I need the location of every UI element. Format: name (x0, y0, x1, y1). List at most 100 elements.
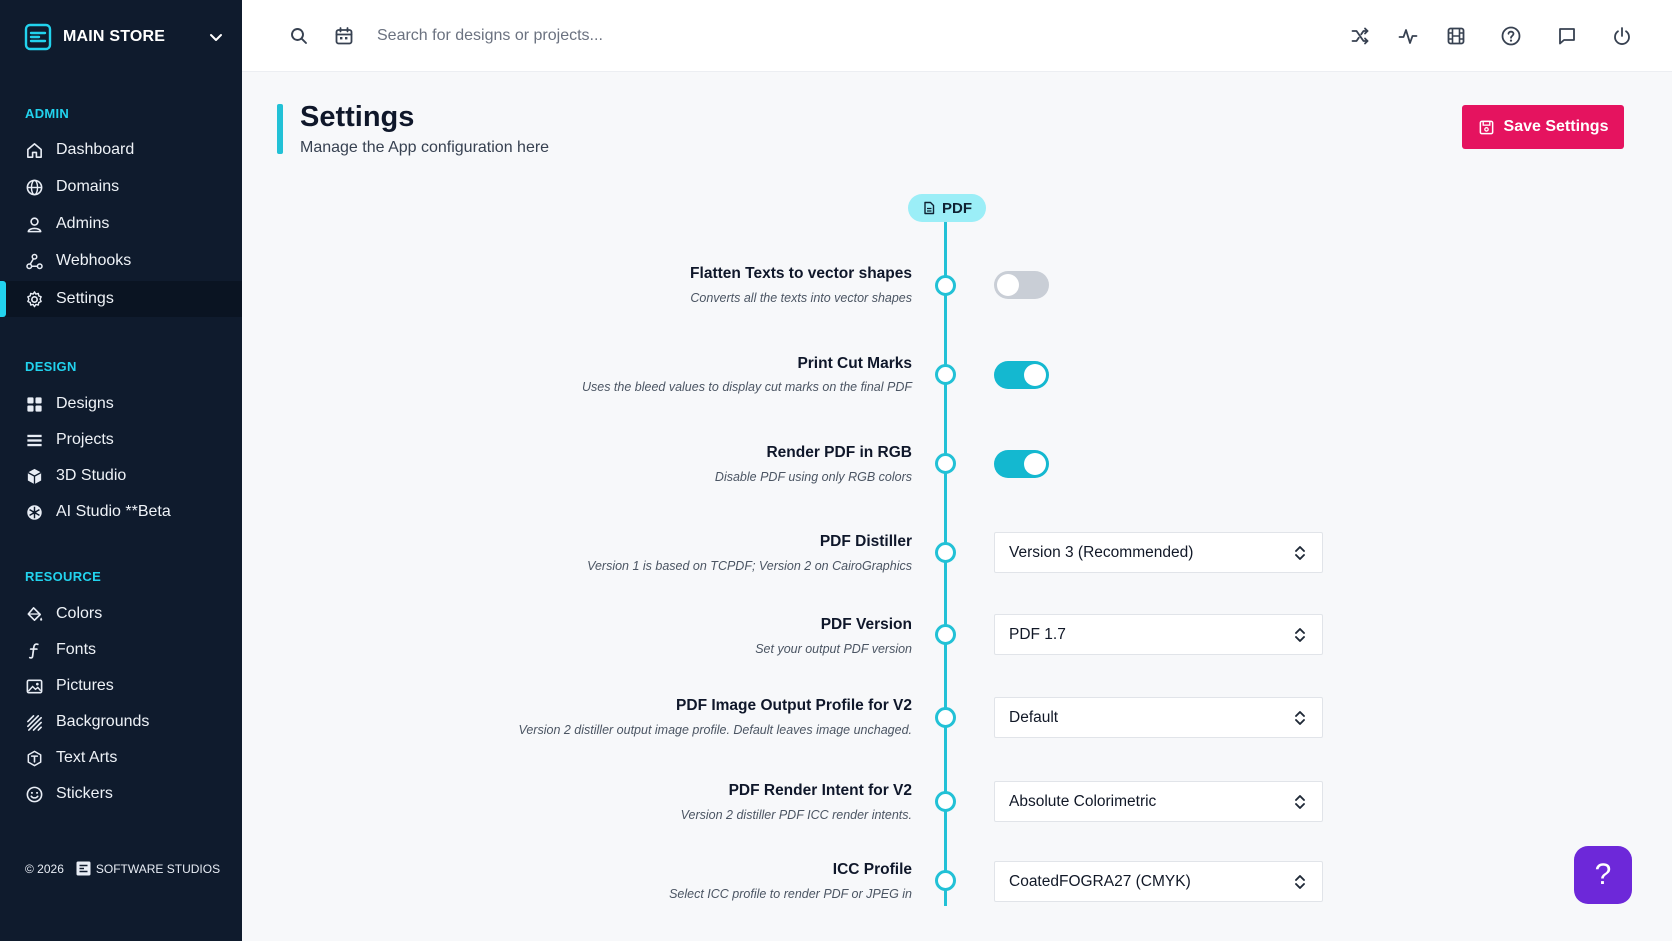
sort-arrows-icon (1295, 874, 1305, 889)
sort-arrows-icon (1295, 794, 1305, 809)
store-switcher[interactable]: MAIN STORE (24, 22, 224, 52)
chevron-down-icon[interactable] (208, 29, 224, 45)
help-chat-button[interactable]: ? (1574, 846, 1632, 904)
select-value: Version 3 (Recommended) (1009, 543, 1194, 561)
sidebar-item-designs[interactable]: Designs (0, 386, 242, 422)
save-settings-button[interactable]: Save Settings (1462, 105, 1624, 149)
text-art-icon (25, 749, 44, 768)
render-rgb-toggle[interactable] (994, 450, 1049, 478)
company-name: SOFTWARE STUDIOS (95, 861, 221, 876)
sidebar-item-3d-studio[interactable]: 3D Studio (0, 458, 242, 494)
timeline-node (935, 275, 956, 296)
setting-title-cut-marks: Print Cut Marks (797, 355, 912, 372)
sidebar-item-domains[interactable]: Domains (0, 169, 242, 205)
user-icon (25, 215, 44, 234)
paint-bucket-icon (25, 605, 44, 624)
section-title-design: DESIGN (25, 359, 77, 374)
company-logo-icon (76, 861, 91, 876)
sidebar-item-ai-studio[interactable]: AI Studio **Beta (0, 494, 242, 530)
setting-desc-image-profile: Version 2 distiller output image profile… (518, 723, 912, 737)
message-icon[interactable] (1556, 25, 1578, 47)
grid-icon (25, 395, 44, 414)
icc-profile-select[interactable]: CoatedFOGRA27 (CMYK) (994, 861, 1323, 902)
toggle-knob (1024, 453, 1046, 475)
sort-arrows-icon (1295, 545, 1305, 560)
image-output-profile-select[interactable]: Default (994, 697, 1323, 738)
timeline-node (935, 870, 956, 891)
sidebar-item-label: Settings (56, 290, 114, 307)
globe-icon (25, 178, 44, 197)
setting-desc-distiller: Version 1 is based on TCPDF; Version 2 o… (587, 559, 912, 573)
sidebar-item-colors[interactable]: Colors (0, 596, 242, 632)
setting-title-rgb: Render PDF in RGB (766, 444, 912, 461)
setting-title-version: PDF Version (820, 616, 912, 633)
store-name: MAIN STORE (63, 28, 166, 45)
timeline-node (935, 791, 956, 812)
setting-title-image-profile: PDF Image Output Profile for V2 (676, 697, 912, 714)
sidebar-item-dashboard[interactable]: Dashboard (0, 132, 242, 168)
setting-title-icc: ICC Profile (832, 861, 912, 878)
sidebar-item-label: Colors (56, 605, 103, 622)
sidebar-item-projects[interactable]: Projects (0, 422, 242, 458)
sidebar-item-label: Backgrounds (56, 713, 150, 730)
sidebar-item-text-arts[interactable]: Text Arts (0, 740, 242, 776)
sidebar-item-label: Dashboard (56, 141, 135, 158)
setting-desc-cut-marks: Uses the bleed values to display cut mar… (581, 380, 912, 394)
help-circle-icon[interactable] (1500, 25, 1522, 47)
setting-desc-flatten: Converts all the texts into vector shape… (690, 291, 912, 305)
setting-desc-rgb: Disable PDF using only RGB colors (714, 470, 912, 484)
list-icon (25, 431, 44, 450)
timeline-node (935, 624, 956, 645)
sidebar-item-label: 3D Studio (56, 467, 127, 484)
activity-icon[interactable] (1397, 25, 1419, 47)
gear-icon (25, 290, 44, 309)
setting-title-flatten: Flatten Texts to vector shapes (690, 265, 912, 282)
sidebar-item-admins[interactable]: Admins (0, 206, 242, 242)
search-icon[interactable] (288, 25, 310, 47)
sidebar-item-label: Stickers (56, 785, 113, 802)
sidebar-item-stickers[interactable]: Stickers (0, 776, 242, 812)
sidebar-item-label: Admins (56, 215, 110, 232)
timeline-node (935, 707, 956, 728)
cube-icon (25, 467, 44, 486)
pdf-section-pill: PDF (908, 194, 986, 222)
sidebar-item-backgrounds[interactable]: Backgrounds (0, 704, 242, 740)
page-title: Settings (300, 101, 415, 133)
sidebar-item-fonts[interactable]: Fonts (0, 632, 242, 668)
setting-desc-icc: Select ICC profile to render PDF or JPEG… (669, 887, 912, 901)
toggle-knob (997, 274, 1019, 296)
section-title-resource: RESOURCE (25, 569, 102, 584)
sidebar-item-label: Webhooks (56, 252, 132, 269)
toggle-knob (1024, 364, 1046, 386)
copyright-text: © 2026 (25, 861, 64, 876)
top-bar (242, 0, 1672, 72)
film-icon[interactable] (1445, 25, 1467, 47)
select-value: Absolute Colorimetric (1009, 792, 1157, 810)
render-intent-select[interactable]: Absolute Colorimetric (994, 781, 1323, 822)
image-icon (25, 677, 44, 696)
search-input[interactable] (377, 22, 877, 50)
calendar-icon[interactable] (333, 25, 355, 47)
home-icon (25, 141, 44, 160)
sidebar-item-label: Projects (56, 431, 114, 448)
print-cut-marks-toggle[interactable] (994, 361, 1049, 389)
pattern-icon (25, 713, 44, 732)
flatten-texts-toggle[interactable] (994, 271, 1049, 299)
pdf-pill-label: PDF (942, 199, 972, 217)
ai-icon (25, 503, 44, 522)
sidebar-item-settings[interactable]: Settings (0, 281, 242, 317)
sidebar-item-label: Pictures (56, 677, 114, 694)
page-title-accent (277, 104, 283, 154)
timeline-node (935, 453, 956, 474)
sidebar-item-label: Designs (56, 395, 114, 412)
pdf-version-select[interactable]: PDF 1.7 (994, 614, 1323, 655)
pdf-distiller-select[interactable]: Version 3 (Recommended) (994, 532, 1323, 573)
timeline-node (935, 542, 956, 563)
save-icon (1479, 120, 1493, 134)
sidebar-item-webhooks[interactable]: Webhooks (0, 243, 242, 279)
shuffle-icon[interactable] (1349, 25, 1371, 47)
select-value: CoatedFOGRA27 (CMYK) (1009, 872, 1191, 890)
question-mark-icon: ? (1594, 858, 1612, 891)
sidebar-item-pictures[interactable]: Pictures (0, 668, 242, 704)
power-icon[interactable] (1611, 25, 1633, 47)
